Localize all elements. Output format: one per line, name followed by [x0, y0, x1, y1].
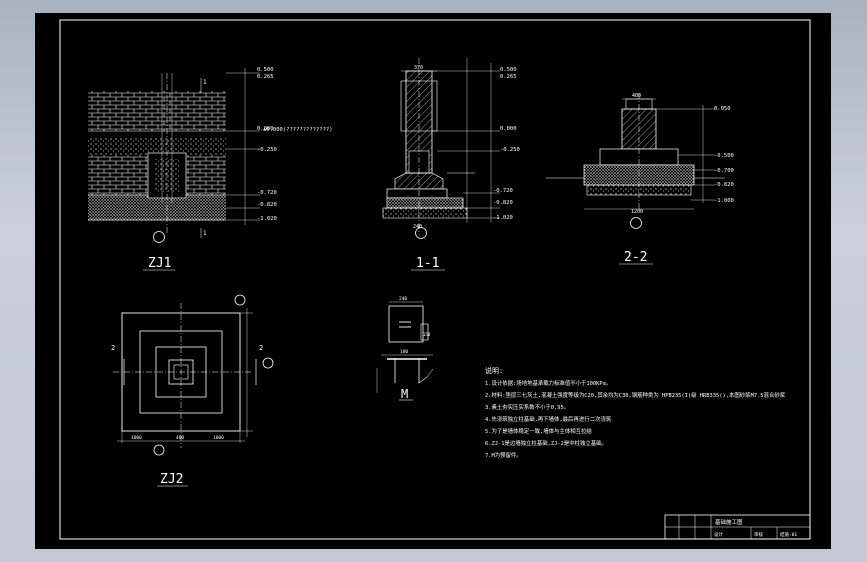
s22-elev-4: -0.820 — [714, 182, 734, 188]
zj2-dim-left: 1000 — [131, 435, 142, 441]
m-dim-width: 240 — [399, 296, 407, 302]
zj1-elev-5: -0.720 — [257, 190, 277, 196]
design-notes: 说明: 1.设计依据:场地地基承载力标准值不小于100KPa。 2.材料:垫层三… — [485, 366, 786, 459]
note-1: 1.设计依据:场地地基承载力标准值不小于100KPa。 — [485, 379, 611, 387]
title-block-drawing-name: 基础施工图 — [715, 518, 743, 526]
title-block — [664, 514, 811, 540]
zj1-footing — [88, 195, 226, 220]
note-7: 7.M为预留件。 — [485, 451, 522, 459]
note-3: 3.素土夯实压实系数不小于0.95。 — [485, 403, 569, 411]
s22-elev-2: -0.500 — [714, 153, 734, 159]
zj2-axis-bubble-bottom — [153, 444, 165, 456]
m-detail — [376, 301, 434, 393]
s22-dim-top: 400 — [632, 93, 641, 99]
m-dim-depth: 180 — [400, 349, 408, 355]
s11-title: 1-1 — [416, 256, 439, 271]
s22-axis-bubble — [630, 217, 642, 229]
zj1-elev-1: 0.500 — [257, 67, 274, 73]
zj1-section-mark-top: 1 — [203, 79, 207, 86]
drawing-border — [59, 19, 811, 540]
s11-dim-wall: 240 — [413, 224, 422, 230]
zj2-section-mark-left: 2 — [111, 344, 115, 352]
s22-elev-1: 0.050 — [714, 106, 731, 112]
zj1-elev-3: 0.000 — [257, 126, 274, 132]
zj1-elev-4: -0.250 — [257, 147, 277, 153]
zj1-section — [88, 68, 260, 238]
s22-elev-3: -0.700 — [714, 168, 734, 174]
zj1-title: ZJ1 — [148, 256, 171, 271]
zj1-section-mark-bottom: 1 — [203, 230, 207, 237]
zj2-plan — [113, 303, 257, 448]
zj1-elev-2: 0.265 — [257, 74, 274, 80]
title-block-label-b: 审核 — [754, 531, 763, 538]
m-title: M — [401, 387, 408, 401]
zj1-elev-7: -1.020 — [257, 216, 277, 222]
note-5: 5.为了是墙体稳定一致,墙体与主体相互拉结 — [485, 427, 592, 435]
s11-elev-1: 0.500 — [500, 67, 517, 73]
s11-elev-7: -1.020 — [493, 215, 513, 221]
m-dim-side: 150 — [423, 332, 431, 337]
s11-axis-bubble — [415, 227, 427, 239]
zj2-dim-mid: 400 — [176, 435, 184, 441]
s11-bedding — [382, 207, 468, 219]
s22-title: 2-2 — [624, 250, 647, 265]
m-plate — [388, 305, 424, 343]
s22-elev-5: -1.000 — [714, 198, 734, 204]
title-block-label-a: 设计 — [714, 531, 723, 538]
zj1-soil-band — [88, 137, 226, 155]
note-4: 4.先浇筑独立柱基础,再下墙体,最后再进行二次浇筑 — [485, 415, 612, 423]
zj1-elev-6: -0.820 — [257, 202, 277, 208]
notes-title: 说明: — [485, 366, 503, 375]
cad-drawing: 1 1 0.500 0.265 0.000 -0.250 -0.720 -0.8… — [59, 19, 811, 540]
s22-dim-base: 1200 — [631, 209, 643, 215]
s11-elev-6: -0.820 — [493, 200, 513, 206]
s11-elev-4: -0.250 — [500, 147, 520, 153]
zj2-dim-right: 1000 — [213, 435, 224, 441]
zj1-brick-wall-top — [88, 91, 226, 131]
zj2-title: ZJ2 — [160, 472, 183, 487]
zj2-axis-bubble-top — [234, 294, 246, 306]
note-2: 2.材料:垫层三七灰土,混凝土强度等级为C20,其余均为C30,钢筋种类为 HP… — [485, 391, 786, 399]
section-2-2 — [546, 93, 725, 211]
title-block-sheet-no: 结施-01 — [780, 531, 797, 538]
s11-elev-3: 0.000 — [500, 126, 517, 132]
s11-elev-2: 0.265 — [500, 74, 517, 80]
zj2-section-mark-right: 2 — [259, 344, 263, 352]
drawing-sheet: 1 1 0.500 0.265 0.000 -0.250 -0.720 -0.8… — [35, 13, 831, 549]
note-6: 6.ZJ-1是边墙独立柱基础,ZJ-2是中柱独立基础。 — [485, 439, 607, 447]
s11-elev-5: -0.720 — [493, 188, 513, 194]
zj1-axis-bubble — [153, 231, 165, 243]
zj1-callout: ±0.000(?????????????) — [263, 127, 333, 133]
section-1-1 — [382, 58, 500, 235]
zj2-axis-bubble-right — [262, 357, 274, 369]
s11-dim-top: 370 — [414, 65, 423, 71]
